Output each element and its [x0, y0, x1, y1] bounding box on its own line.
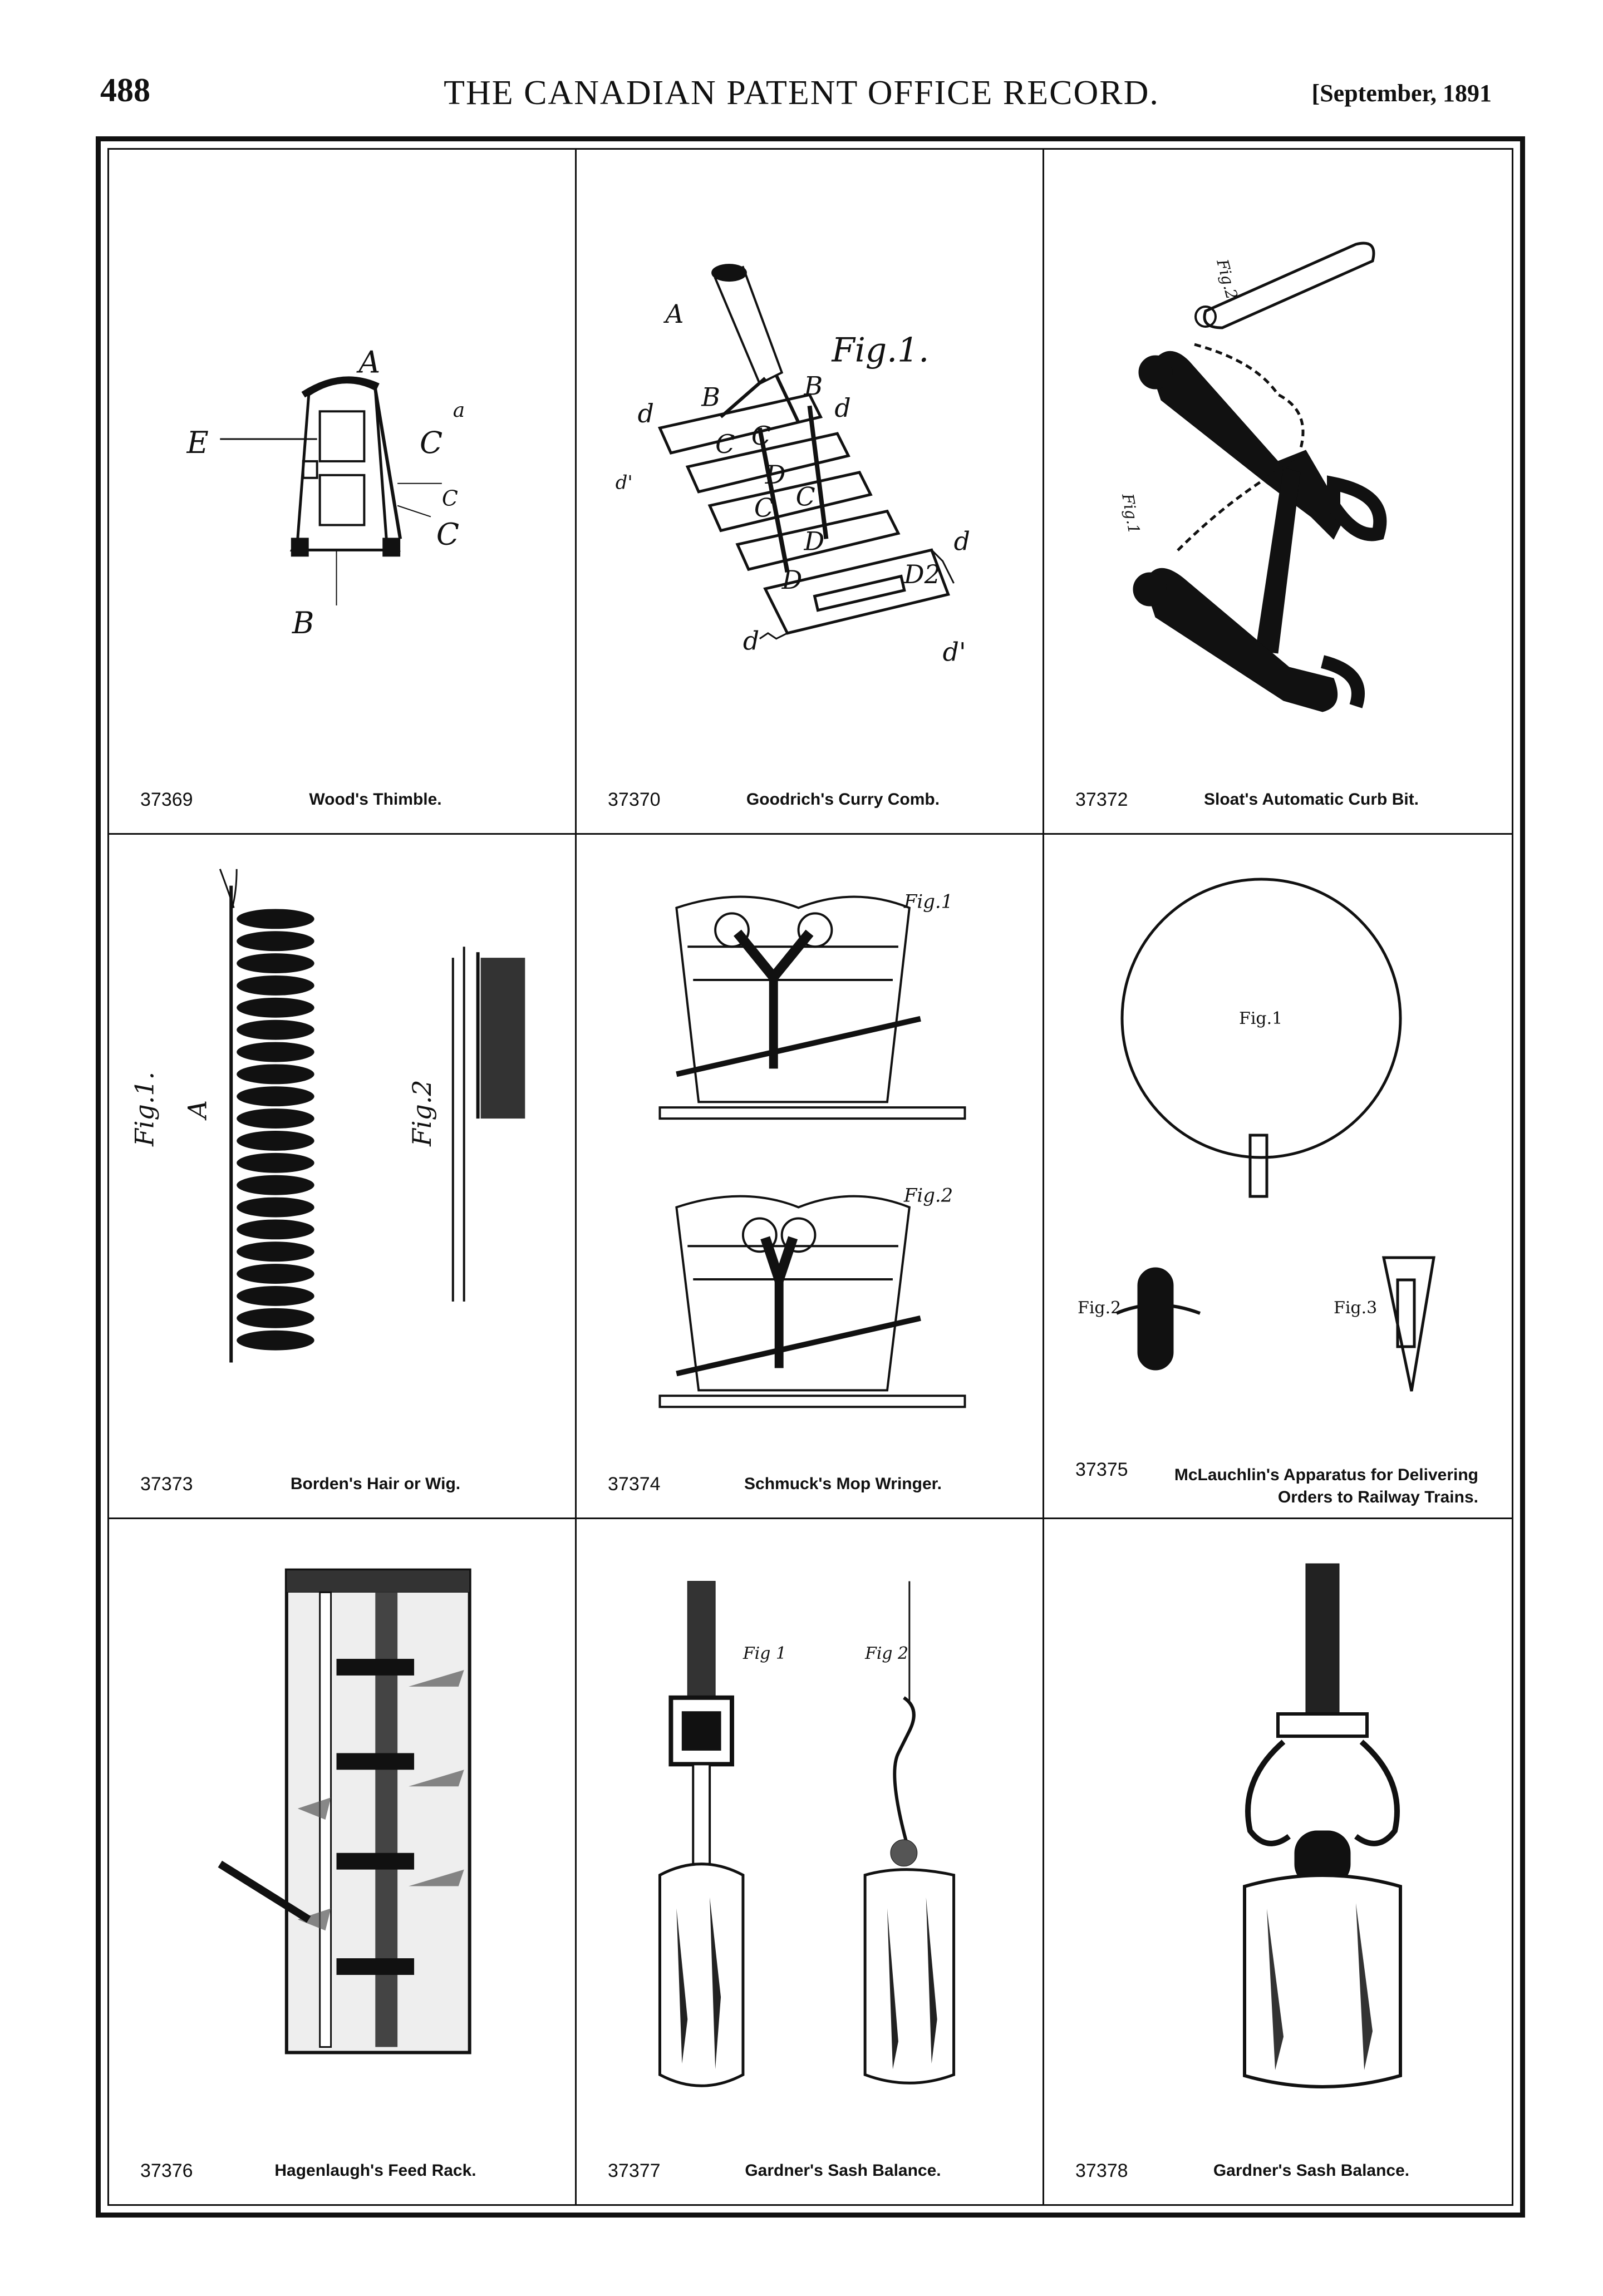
patent-number: 37375 [1075, 1459, 1128, 1481]
patent-cell: A E C C C B a 37369 Wood's Thimble. [109, 150, 577, 835]
label-d2-sub: D2 [903, 559, 941, 589]
delivery-apparatus-drawing: Fig.1 Fig.2 Fig.3 [1078, 878, 1435, 1392]
curb-bit-drawing: Fig.2 Fig.1 [1118, 242, 1387, 712]
patent-cell: A B B d d C C D C C D D d d' D2 [577, 150, 1044, 835]
fig-label-2: Fig.2 [1078, 1298, 1121, 1318]
patent-plate-frame: A E C C C B a 37369 Wood's Thimble. [96, 136, 1525, 2218]
page-header: 488 THE CANADIAN PATENT OFFICE RECORD. [… [100, 71, 1503, 121]
fig-label-1: Fig.1 [1239, 1009, 1282, 1028]
patent-cell: 37378 Gardner's Sash Balance. [1044, 1519, 1512, 2204]
patent-title: Gardner's Sash Balance. [745, 2161, 941, 2180]
label-c4: C [796, 482, 815, 512]
wig-drawing: Fig.1. A Fig.2 [130, 868, 525, 1363]
fig-label-1: Fig 1 [743, 1644, 786, 1663]
label-b: B [292, 605, 314, 640]
label-d7: d [743, 626, 759, 656]
patent-title: Hagenlaugh's Feed Rack. [274, 2161, 476, 2180]
patent-title: Schmuck's Mop Wringer. [744, 1475, 942, 1494]
label-d5: D [781, 565, 803, 595]
patent-number: 37374 [608, 1474, 661, 1495]
label-a: A [182, 1100, 212, 1121]
patent-title: Gardner's Sash Balance. [1213, 2161, 1410, 2180]
patent-number: 37373 [140, 1474, 193, 1495]
fig-label: Fig.1. [831, 332, 929, 370]
label-a: A [663, 299, 684, 329]
label-c2: C [442, 486, 458, 511]
sash-balance-drawing-a: Fig 1 Fig 2 [658, 1581, 956, 2087]
page-number: 488 [100, 72, 150, 109]
label-d6: d [954, 526, 970, 556]
label-d3: D [765, 460, 786, 490]
patent-grid: A E C C C B a 37369 Wood's Thimble. [109, 150, 1512, 2204]
patent-title: Borden's Hair or Wig. [290, 1475, 461, 1494]
label-d4: D [804, 526, 825, 556]
mop-wringer-drawing: Fig.1 Fig.2 [658, 890, 966, 1408]
label-d: d [638, 398, 654, 428]
patent-title: McLauchlin's Apparatus for Delivering Or… [1174, 1466, 1478, 1507]
patent-cell: Fig 1 Fig 2 37377 Gardner's Sash Balance… [577, 1519, 1044, 2204]
label-a2: a [453, 399, 465, 422]
label-c: C [420, 425, 442, 460]
fig-label-2: Fig.2 [1213, 257, 1241, 301]
thimble-drawing: A E C C C B a [186, 344, 465, 640]
patent-cell: Fig.1 Fig.2 Fig.3 37375 McLauchlin's App… [1044, 835, 1512, 1520]
patent-number: 37377 [608, 2160, 661, 2181]
label-d2: d [834, 393, 850, 423]
patent-number: 37376 [140, 2160, 193, 2181]
patent-title: Sloat's Automatic Curb Bit. [1203, 790, 1419, 809]
fig-label-1: Fig.1. [130, 1071, 160, 1146]
label-e: E [186, 425, 209, 460]
fig-label-2: Fig 2 [864, 1644, 908, 1663]
label-d-prime2: d' [943, 637, 966, 667]
label-b: B [701, 382, 720, 412]
label-c2: C [751, 421, 771, 451]
curry-comb-drawing: A B B d d C C D C C D D d d' D2 [616, 264, 970, 667]
patent-title: Goodrich's Curry Comb. [746, 790, 940, 809]
patent-title: Wood's Thimble. [309, 790, 442, 809]
fig-label-2: Fig.2 [903, 1184, 953, 1206]
fig-label-1: Fig.1 [1118, 492, 1143, 536]
patent-number: 37378 [1075, 2160, 1128, 2181]
label-d-prime: d' [616, 472, 633, 494]
label-c3: C [754, 493, 774, 523]
patent-cell: Fig.1. A Fig.2 37373 Borden's Hair or Wi… [109, 834, 577, 1520]
label-c: C [715, 429, 735, 459]
issue-date: [September, 1891 [1311, 80, 1492, 107]
sash-balance-drawing-b [1243, 1563, 1402, 2089]
patent-cell: Fig.1 Fig.2 37374 Schmuck's Mop Wringer. [577, 834, 1044, 1520]
patent-number: 37369 [140, 789, 193, 810]
label-c3: C [436, 516, 459, 551]
patent-cell: Fig.2 Fig.1 37372 Sloat's Automatic Curb… [1044, 150, 1512, 835]
fig-label-2: Fig.2 [407, 1080, 437, 1147]
journal-title: THE CANADIAN PATENT OFFICE RECORD. [444, 74, 1159, 112]
patent-cell: 37376 Hagenlaugh's Feed Rack. [109, 1519, 577, 2204]
fig-label-3: Fig.3 [1334, 1298, 1377, 1318]
patent-number: 37372 [1075, 789, 1128, 810]
label-a: A [356, 344, 380, 380]
feed-rack-drawing [218, 1568, 471, 2054]
patent-number: 37370 [608, 789, 661, 810]
fig-label-1: Fig.1 [903, 890, 953, 912]
label-b2: B [804, 371, 823, 401]
